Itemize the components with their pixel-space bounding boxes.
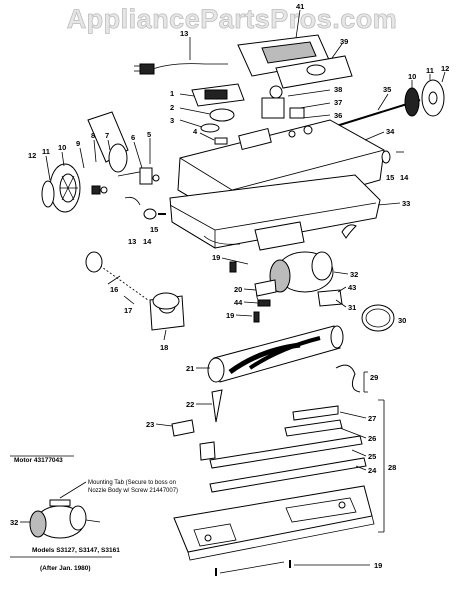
callout-18: 18 [160,343,168,352]
callout-14-right: 14 [400,173,409,182]
switch-plate [289,107,305,119]
power-cord [149,63,228,71]
label-window [204,89,228,100]
callout-24: 24 [368,466,377,475]
support-bracket [284,419,343,437]
callout-19-b: 19 [226,311,234,320]
callout-39: 39 [340,37,348,46]
motor-mount [254,221,305,251]
callout-7: 7 [105,131,109,140]
callout-34: 34 [386,127,395,136]
callout-22: 22 [186,400,194,409]
cord-plug [139,63,155,75]
callout-13-top: 13 [180,29,188,38]
callout-8: 8 [91,131,95,140]
callout-10-right: 10 [408,72,416,81]
callout-27: 27 [368,414,376,423]
callout-19-a: 19 [212,253,220,262]
washer-part [209,108,235,122]
callout-17: 17 [124,306,132,315]
switch-housing [261,97,285,119]
callout-31: 31 [348,303,356,312]
callout-3: 3 [170,116,174,125]
callout-29: 29 [370,373,378,382]
callout-43: 43 [348,283,356,292]
callout-25: 25 [368,452,376,461]
callout-26: 26 [368,434,376,443]
models-note: Models S3127, S3147, S3161 [32,547,120,554]
callout-4: 4 [193,127,198,136]
right-wheel-hub [404,87,420,117]
belt-guard [317,289,343,307]
callout-1: 1 [170,89,174,98]
callout-38: 38 [334,85,342,94]
callout-11-left: 11 [42,147,50,156]
callout-23: 23 [146,420,154,429]
callout-2: 2 [170,103,174,112]
base-plate [173,485,373,553]
callout-9: 9 [76,139,80,148]
small-bracket [214,137,228,145]
right-support-strip [292,405,339,421]
bottom-plate-strip [209,457,367,493]
watermark: AppliancePartsPros.com [67,4,398,34]
adapter-ring [152,292,180,310]
clip-part [200,123,220,133]
callout-6: 6 [131,133,135,142]
callout-36: 36 [334,111,342,120]
mounting-tab-note-line1: Mounting Tab (Secure to boss on [88,480,176,486]
callout-20: 20 [234,285,242,294]
callout-41: 41 [296,2,304,11]
callout-37: 37 [334,98,342,107]
callout-11-right: 11 [426,66,434,75]
bumper-strip [335,364,361,393]
callout-21: 21 [186,364,194,373]
callout-32-inset: 32 [10,518,18,527]
hood-opening [238,127,272,151]
motor-part-number: Motor 43177043 [14,457,63,464]
callout-15-left: 15 [150,225,158,234]
motor-bracket [254,279,277,297]
callout-33: 33 [402,199,410,208]
right-washer [381,150,391,164]
callout-28: 28 [388,463,396,472]
callout-13-bottom: 13 [128,237,136,246]
bracket-clip [257,299,271,307]
callout-5: 5 [147,130,151,139]
agitator-strip [209,435,363,469]
strip-clip [199,441,216,461]
callout-16: 16 [110,285,118,294]
callout-14-left: 14 [143,237,152,246]
hose-end [85,251,103,273]
handle-grip [261,41,317,64]
brush-end-cap [171,419,195,437]
wheel-bushing [91,185,101,195]
adjust-bracket [139,167,153,185]
left-washer [143,208,157,220]
knob-base [108,143,128,173]
switch-knob [269,85,283,99]
hook-clip [341,224,357,239]
callout-30: 30 [398,316,406,325]
left-hubcap [41,180,55,208]
replacement-motor [29,499,101,539]
callout-44: 44 [234,298,243,307]
brush-support [211,389,223,423]
callout-12-left: 12 [28,151,36,160]
callout-19-c: 19 [374,561,382,570]
mounting-tab-note-line2: Nozzle Body w/ Screw 21447007) [88,488,178,494]
callout-15-right: 15 [386,173,394,182]
callout-35: 35 [383,85,391,94]
brushroll [207,325,344,383]
after-date-note: (After Jan. 1980) [40,565,91,572]
callout-12-right: 12 [441,64,449,73]
callout-32: 32 [350,270,358,279]
logo-emblem [306,64,326,76]
callout-10-left: 10 [58,143,66,152]
